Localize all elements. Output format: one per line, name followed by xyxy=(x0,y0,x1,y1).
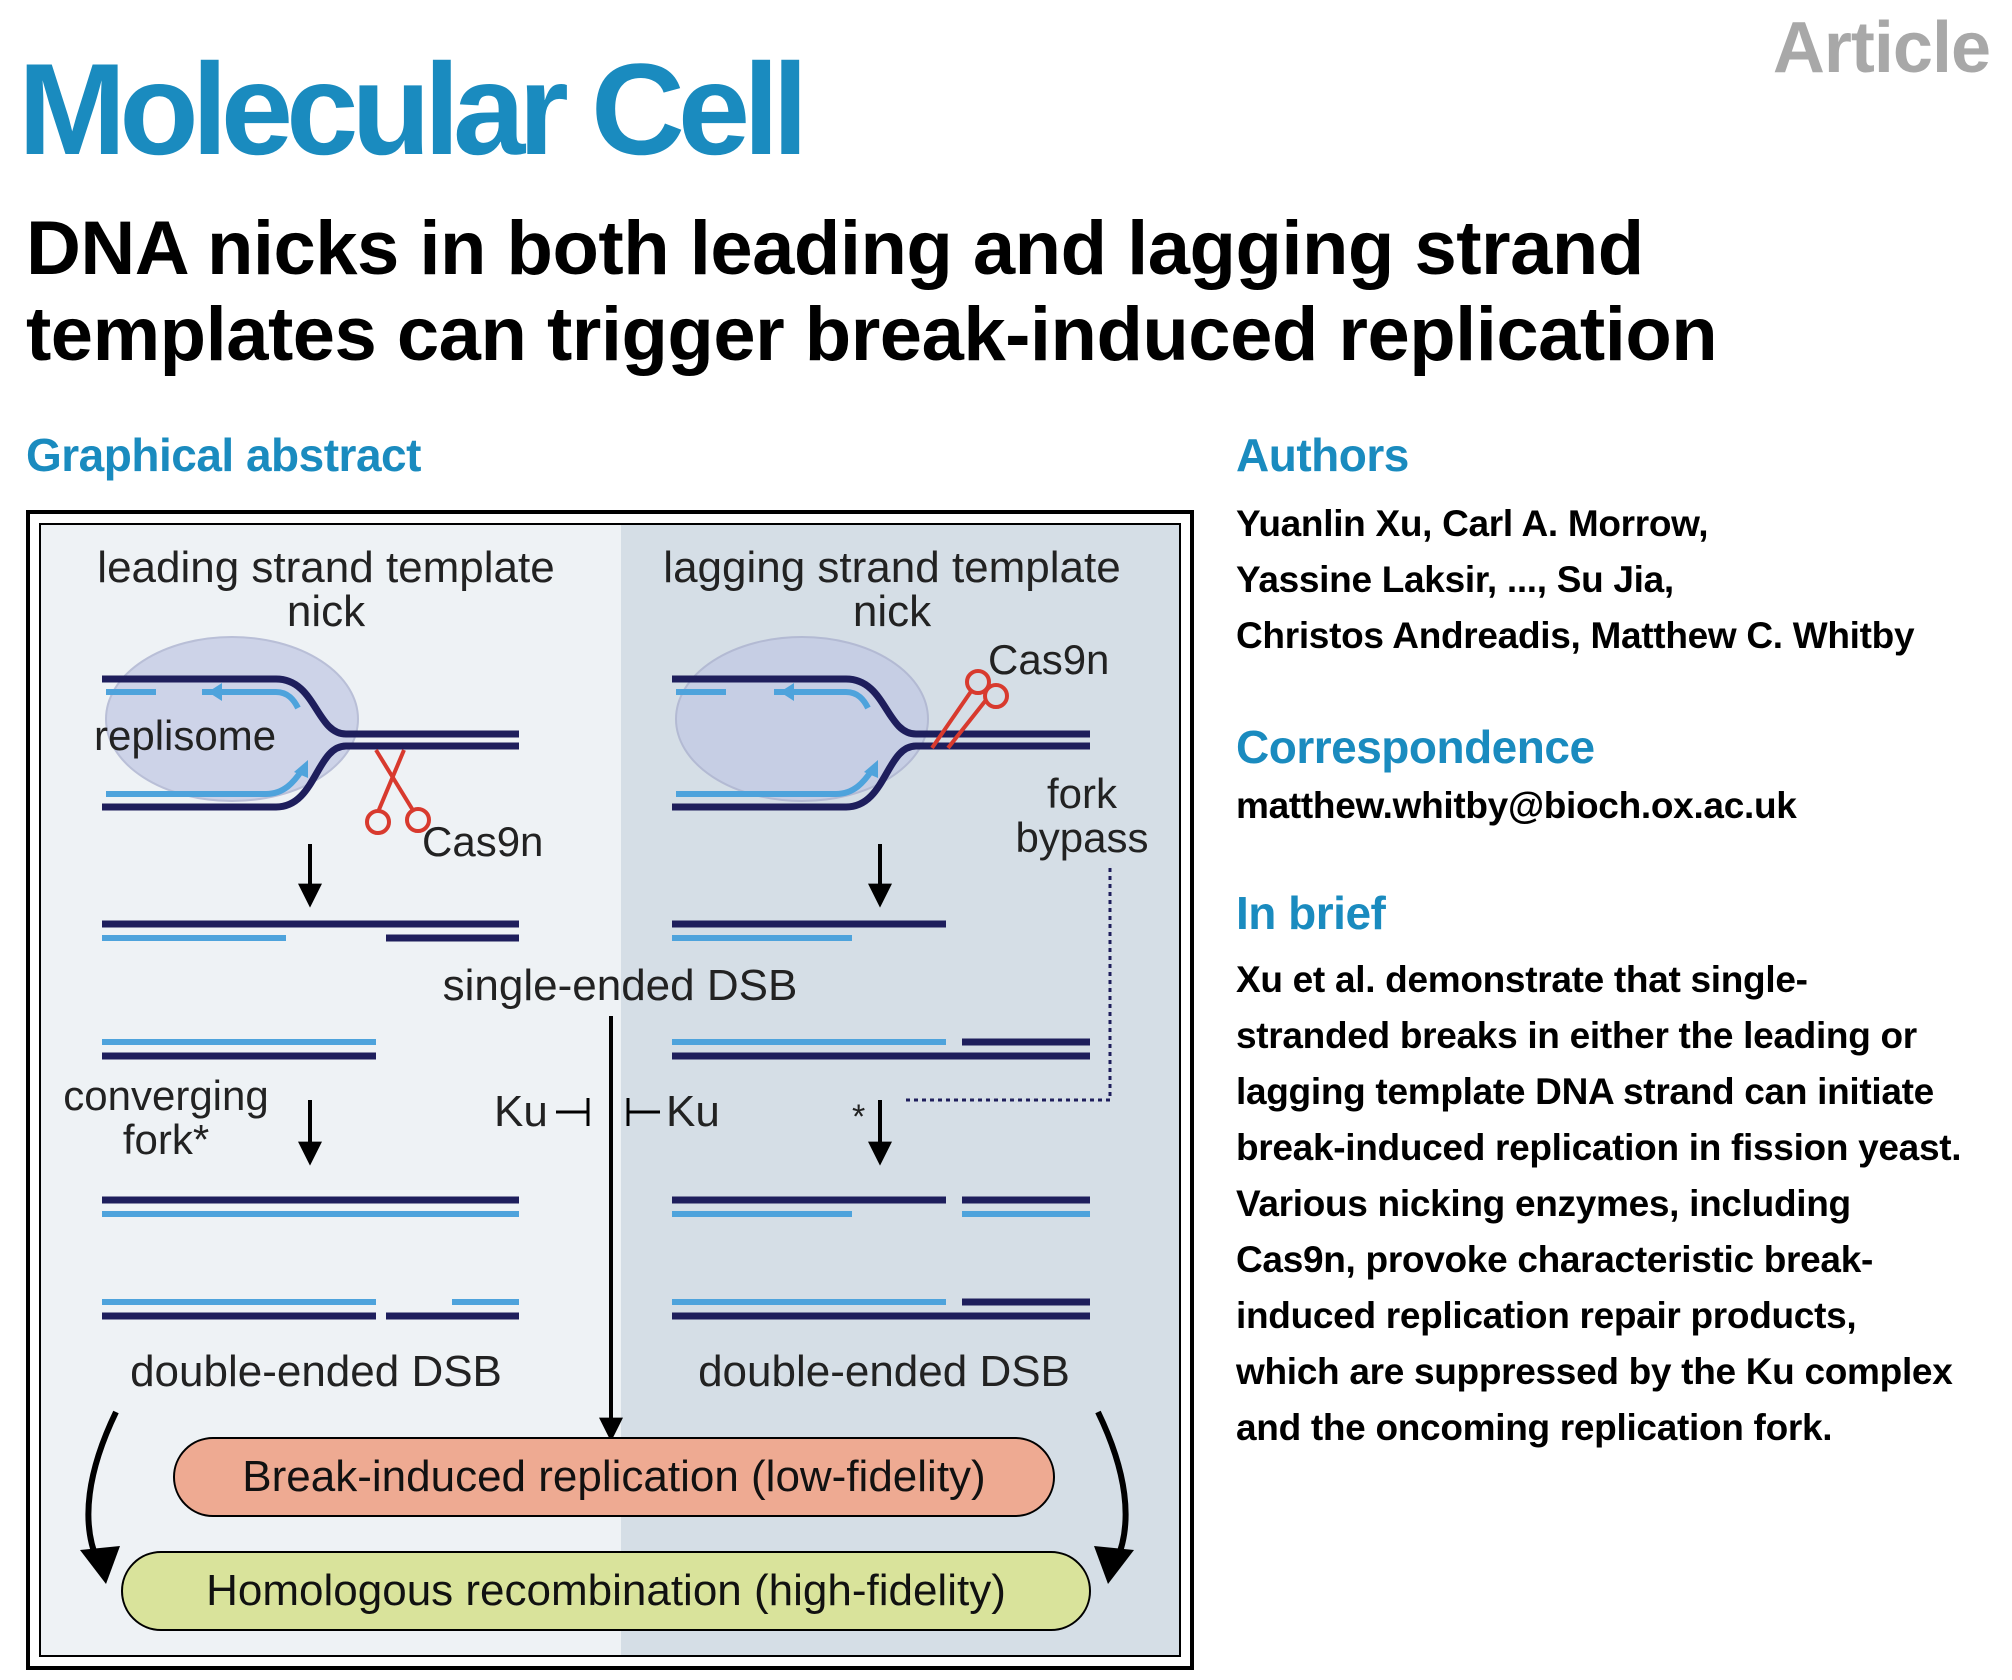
hr-label: Homologous recombination (high-fidelity) xyxy=(206,1566,1006,1615)
correspondence-email[interactable]: matthew.whitby@bioch.ox.ac.uk xyxy=(1236,785,1797,826)
cas9n-right-label: Cas9n xyxy=(988,636,1109,683)
converging-fork-label-1: converging xyxy=(63,1072,268,1119)
scissors-icon xyxy=(930,669,1009,750)
in-brief-line-4: break-induced replication in fission yea… xyxy=(1236,1127,1962,1168)
right-nascent-arrowhead-1 xyxy=(780,683,794,701)
title-line-1: DNA nicks in both leading and lagging st… xyxy=(26,206,1644,291)
right-fork-bottom-strand xyxy=(672,742,1090,811)
in-brief-heading: In brief xyxy=(1236,887,1386,939)
left-nascent-arrowhead-2 xyxy=(294,760,308,778)
left-fork-bottom-strand xyxy=(102,742,519,811)
in-brief-line-2: stranded breaks in either the leading or xyxy=(1236,1015,1917,1056)
in-brief-line-1: Xu et al. demonstrate that single- xyxy=(1236,959,1808,1000)
double-ended-dsb-right-label: double-ended DSB xyxy=(698,1347,1070,1396)
curved-arrow-left-head xyxy=(80,1546,120,1584)
hr-box xyxy=(121,1551,1091,1631)
authors-heading: Authors xyxy=(1236,429,1409,481)
fork-bypass-label-2: bypass xyxy=(1015,814,1148,861)
bir-box xyxy=(173,1437,1055,1517)
single-ended-dsb-label: single-ended DSB xyxy=(443,961,798,1010)
in-brief-line-9: and the oncoming replication fork. xyxy=(1236,1407,1833,1448)
right-nascent-2 xyxy=(774,689,871,710)
right-nascent-arrowhead-2 xyxy=(864,760,878,778)
correspondence-heading: Correspondence xyxy=(1236,721,1595,773)
left-title-1: leading strand template xyxy=(97,543,554,592)
in-brief-line-6: Cas9n, provoke characteristic break- xyxy=(1236,1239,1874,1280)
author-line-3: Christos Andreadis, Matthew C. Whitby xyxy=(1236,615,1915,656)
fork-bypass-label-1: fork xyxy=(1047,770,1118,817)
right-title-1: lagging strand template xyxy=(663,543,1120,592)
ku-right-label: Ku xyxy=(666,1087,720,1136)
ku-left-label: Ku xyxy=(494,1087,548,1136)
right-fork-top-strand xyxy=(672,675,1090,738)
article-type-label: Article xyxy=(1772,8,1991,88)
frame-inner xyxy=(39,523,1181,1657)
converging-fork-label-2: fork* xyxy=(123,1116,209,1163)
article-title: DNA nicks in both leading and lagging st… xyxy=(26,206,1986,378)
double-ended-dsb-left-label: double-ended DSB xyxy=(130,1347,502,1396)
left-nascent-arrowhead-1 xyxy=(208,683,222,701)
left-title-2: nick xyxy=(287,587,366,636)
curved-arrow-right-head xyxy=(1094,1546,1134,1584)
in-brief-line-3: lagging template DNA strand can initiate xyxy=(1236,1071,1934,1112)
journal-name: Molecular Cell xyxy=(18,36,808,182)
left-fork-top-strand xyxy=(102,675,519,738)
cas9n-left-label: Cas9n xyxy=(422,818,543,865)
asterisk-label: * xyxy=(852,1098,865,1136)
fork-bypass-dotted-path xyxy=(902,868,1112,1102)
in-brief-line-8: which are suppressed by the Ku complex xyxy=(1236,1351,1953,1392)
right-title-2: nick xyxy=(853,587,932,636)
replisome-label: replisome xyxy=(94,712,276,759)
in-brief-line-7: induced replication repair products, xyxy=(1236,1295,1857,1336)
curved-arrow-right xyxy=(1095,1410,1129,1564)
graphical-abstract-heading: Graphical abstract xyxy=(26,429,421,481)
bir-label: Break-induced replication (low-fidelity) xyxy=(242,1452,985,1501)
left-nascent-2 xyxy=(202,689,301,710)
graphical-abstract-figure: leading strand template nick lagging str… xyxy=(26,510,1194,1670)
author-line-1: Yuanlin Xu, Carl A. Morrow, xyxy=(1236,503,1709,544)
curved-arrow-left xyxy=(85,1410,119,1564)
title-line-2: templates can trigger break-induced repl… xyxy=(26,292,1718,377)
in-brief-line-5: Various nicking enzymes, including xyxy=(1236,1183,1851,1224)
author-line-2: Yassine Laksir, ..., Su Jia, xyxy=(1236,559,1674,600)
in-brief-text: Xu et al. demonstrate that single- stran… xyxy=(1236,952,1962,1456)
scissors-icon xyxy=(365,748,431,835)
authors-list: Yuanlin Xu, Carl A. Morrow, Yassine Laks… xyxy=(1236,496,1915,664)
